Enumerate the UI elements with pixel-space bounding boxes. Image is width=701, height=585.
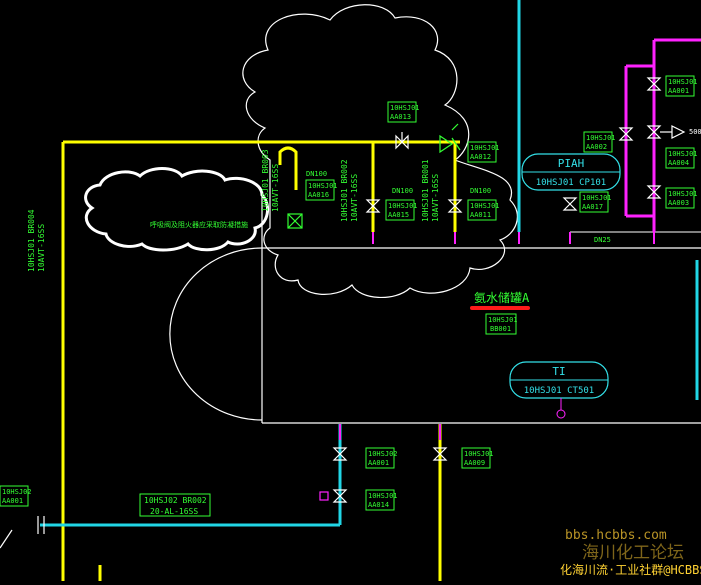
magenta-pipes bbox=[624, 38, 701, 232]
watermark-forum: 海川化工论坛 bbox=[582, 543, 684, 563]
watermark-footer: 化海川流·工业社群@HCBBS bbox=[560, 562, 701, 577]
gate-valve-aa013[interactable] bbox=[395, 132, 409, 150]
svg-text:10HSJ01 BR001: 10HSJ01 BR001 bbox=[421, 159, 430, 222]
ti-tag: 10HSJ01 CT501 bbox=[524, 386, 594, 396]
valve-tag-text: AA011 bbox=[470, 211, 491, 219]
svg-text:10HSJ01 BR003: 10HSJ01 BR003 bbox=[261, 149, 270, 212]
svg-text:10AVT-16SS: 10AVT-16SS bbox=[350, 174, 359, 222]
gate-valve-aa017[interactable] bbox=[562, 197, 578, 211]
valve-tag-text: 10HSJ01 bbox=[668, 150, 698, 158]
control-valve-aa004[interactable] bbox=[646, 125, 686, 139]
gate-valve-aa015[interactable] bbox=[365, 199, 381, 213]
valve-tag-text: 10HSJ01 bbox=[582, 194, 612, 202]
tank-head-arc bbox=[169, 247, 263, 421]
valve-tag-text: 10HSJ01 bbox=[308, 182, 338, 190]
svg-text:10HSJ01 BR004: 10HSJ01 BR004 bbox=[27, 209, 36, 272]
size-label-dn100-b: DN100 bbox=[392, 187, 413, 195]
piah-function: PIAH bbox=[558, 157, 585, 170]
valve-tag-text: 10HSJ01 bbox=[586, 134, 616, 142]
gate-valve-aa002[interactable] bbox=[618, 127, 634, 141]
valve-tag-text: 10HSJ01 bbox=[368, 492, 398, 500]
pipeline-label-bottom-line2: 20-AL-16SS bbox=[150, 507, 198, 516]
ti-function: TI bbox=[552, 365, 565, 378]
svg-text:10AVT-16SS: 10AVT-16SS bbox=[271, 164, 280, 212]
valve-tag-text: AA001 bbox=[2, 497, 23, 505]
size-label-dn100-a: DN100 bbox=[306, 170, 327, 178]
valve-tag-text: 10HSJ01 bbox=[390, 104, 420, 112]
valve-tag-text: AA013 bbox=[390, 113, 411, 121]
valve-tag-text: 10HSJ01 bbox=[470, 202, 500, 210]
magenta-pipe-stubs bbox=[339, 232, 655, 440]
valve-tag-text: 10HSJ02 bbox=[368, 450, 398, 458]
flame-arrester[interactable] bbox=[287, 213, 303, 229]
pipeline-label-top-3: 10HSJ01 BR001 10AVT-16SS bbox=[421, 159, 440, 222]
watermark-url: bbs.hcbbs.com bbox=[565, 528, 667, 543]
valve-tag-text: 10HSJ01 bbox=[668, 78, 698, 86]
instrument-ti[interactable]: TI 10HSJ01 CT501 bbox=[509, 361, 609, 419]
valve-tag-text: AA001 bbox=[368, 459, 389, 467]
pipeline-label-top-2: 10HSJ01 BR002 10AVT-16SS bbox=[340, 159, 359, 222]
valve-tag-text: AA012 bbox=[470, 153, 491, 161]
valve-tag-text: AA016 bbox=[308, 191, 329, 199]
valve-tag-text: AA009 bbox=[464, 459, 485, 467]
breather-valve-aa012[interactable] bbox=[439, 123, 461, 154]
gate-valve-aa014[interactable] bbox=[319, 489, 348, 503]
cyan-pipes bbox=[40, 0, 699, 527]
revision-cloud-large bbox=[242, 4, 518, 299]
svg-text:10HSJ01 BR002: 10HSJ01 BR002 bbox=[340, 159, 349, 222]
piah-tag: 10HSJ01 CP101 bbox=[536, 178, 606, 188]
valve-tag-text: AA014 bbox=[368, 501, 389, 509]
gate-valve-aa003[interactable] bbox=[646, 185, 662, 199]
vessel-name-underline bbox=[470, 306, 530, 310]
gate-valve-aa009[interactable] bbox=[432, 447, 448, 461]
valve-tag-text: 10HSJ01 bbox=[388, 202, 418, 210]
cloud-note: 呼吸阀及阻火器应采取防凝措施 bbox=[150, 220, 248, 229]
valve-tag-text: AA015 bbox=[388, 211, 409, 219]
size-label-dn25: DN25 bbox=[594, 236, 611, 244]
valve-tag-text: AA002 bbox=[586, 143, 607, 151]
gate-valve-aa011[interactable] bbox=[447, 199, 463, 213]
vessel-name: 氨水储罐A bbox=[474, 290, 530, 305]
svg-text:10AVT-16SS: 10AVT-16SS bbox=[37, 224, 46, 272]
valve-tag-text: AA017 bbox=[582, 203, 603, 211]
pipeline-label-left: 10HSJ01 BR004 10AVT-16SS bbox=[27, 209, 46, 272]
revision-cloud-small bbox=[84, 167, 270, 252]
flange-left bbox=[0, 516, 45, 549]
pipeline-label-top-1: 10HSJ01 BR003 10AVT-16SS bbox=[261, 149, 280, 212]
valve-tag-text: AA004 bbox=[668, 159, 689, 167]
gate-valve-aa001-right[interactable] bbox=[646, 77, 662, 91]
valve-tag-text: 10HSJ01 bbox=[470, 144, 500, 152]
vessel-tag-line2: BB001 bbox=[490, 325, 511, 333]
size-label-500: 500 bbox=[689, 128, 701, 136]
yellow-pipes bbox=[61, 140, 460, 581]
svg-text:10AVT-16SS: 10AVT-16SS bbox=[431, 174, 440, 222]
pipeline-label-bottom-line1: 10HSJ02 BR002 bbox=[144, 496, 207, 505]
valve-tags: 10HSJ01AA01310HSJ01AA01210HSJ01AA01610HS… bbox=[0, 75, 698, 511]
valve-tag-text: 10HSJ01 bbox=[464, 450, 494, 458]
valve-tag-text: AA003 bbox=[668, 199, 689, 207]
valve-tag-text: 10HSJ02 bbox=[2, 488, 32, 496]
instrument-piah[interactable]: PIAH 10HSJ01 CP101 bbox=[521, 153, 621, 191]
valve-tag-text: 10HSJ01 bbox=[668, 190, 698, 198]
valve-tag-text: AA001 bbox=[668, 87, 689, 95]
gate-valve-aa001-bottom[interactable] bbox=[332, 447, 348, 461]
vessel-tag-line1: 10HSJ01 bbox=[488, 316, 518, 324]
size-label-dn100-c: DN100 bbox=[470, 187, 491, 195]
